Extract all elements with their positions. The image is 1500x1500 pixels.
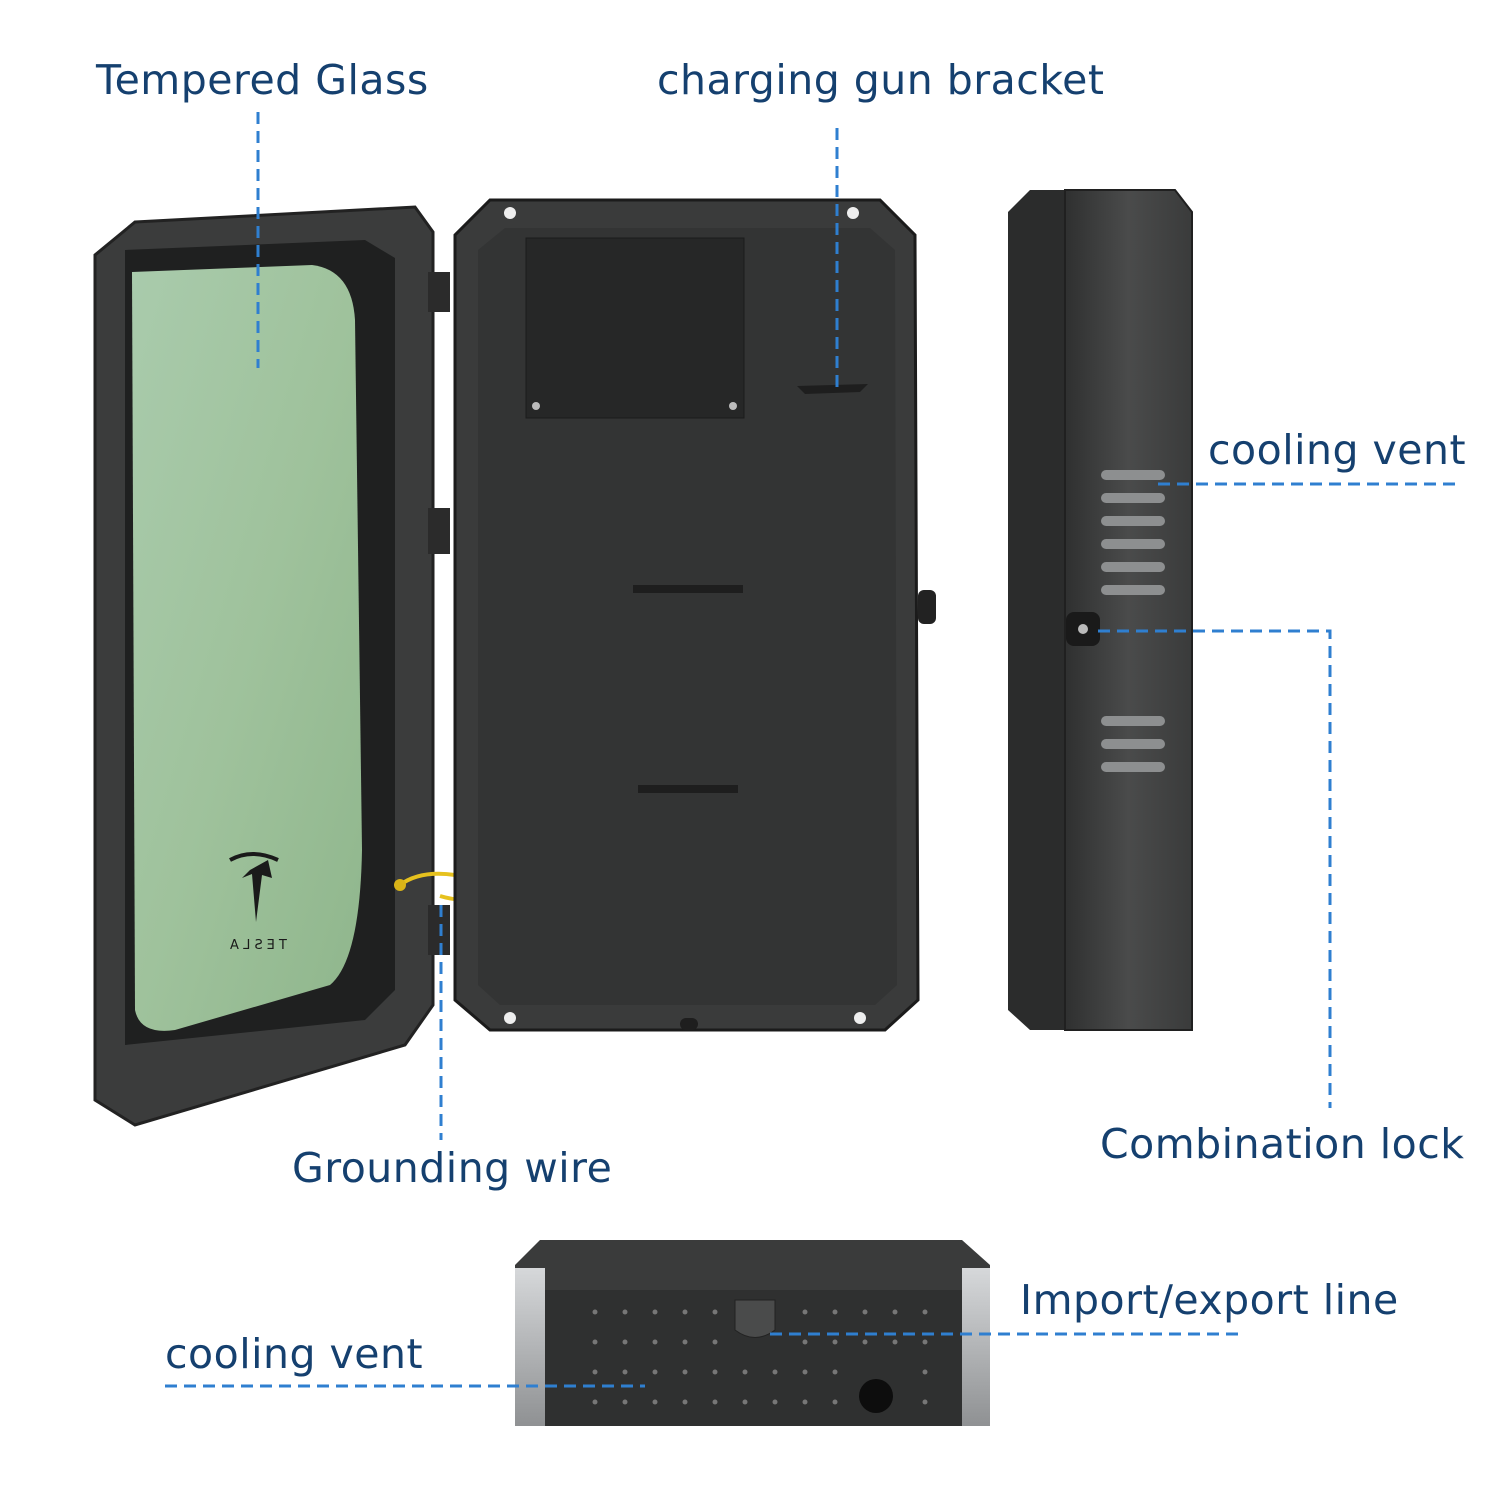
charging-gun-bracket <box>797 384 868 394</box>
import-export-line-label: Import/export line <box>1020 1276 1399 1324</box>
tesla-logo-text: TESLA <box>226 938 287 953</box>
open-box <box>453 198 936 1032</box>
bottom-vent-holes <box>592 1309 928 1405</box>
cooling-vent-side-label: cooling vent <box>1208 426 1467 474</box>
leader-lines <box>165 112 1460 1388</box>
import-export-grommet <box>734 1299 776 1338</box>
closed-cabinet <box>1008 189 1193 1031</box>
combination-lock-label: Combination lock <box>1100 1120 1465 1168</box>
tesla-logo-icon <box>242 860 272 922</box>
cooling-vent-bottom-label: cooling vent <box>165 1330 424 1378</box>
grounding-wire-label: Grounding wire <box>292 1144 613 1192</box>
tempered-glass-panel <box>132 265 362 1031</box>
charging-gun-bracket-label: charging gun bracket <box>657 56 1105 104</box>
cable-hole <box>859 1379 893 1413</box>
bottom-view <box>515 1240 990 1426</box>
open-door <box>93 205 435 1127</box>
hinges <box>428 272 450 955</box>
cooling-vent-slots <box>1101 470 1165 772</box>
tempered-glass-label: Tempered Glass <box>96 56 429 104</box>
